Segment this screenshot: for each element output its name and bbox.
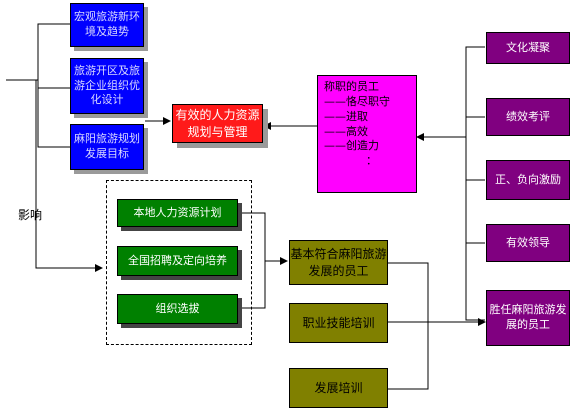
green-box-local-plan: 本地人力资源计划 xyxy=(117,199,238,227)
purple-box-incentive: 正、负向激励 xyxy=(486,160,570,200)
pink-box-ellipsis: ： xyxy=(366,154,377,168)
pink-box-item: ——创造力 xyxy=(324,139,379,153)
pink-box-item: ——恪尽职守 xyxy=(324,94,390,108)
purple-box-leadership: 有效领导 xyxy=(486,224,570,262)
blue-box-planning-goal: 麻阳旅游规划发展目标 xyxy=(70,124,144,170)
purple-box-qualified-staff: 胜任麻阳旅游发展的员工 xyxy=(486,290,570,346)
pink-box-competent-staff: 称职的员工 ——恪尽职守 ——进取 ——高效 ——创造力 ： xyxy=(317,75,417,193)
red-box-hr-planning: 有效的人力资源规划与管理 xyxy=(172,104,263,143)
olive-box-basic-staff: 基本符合麻阳旅游发展的员工 xyxy=(289,240,388,285)
pink-box-item: ——进取 xyxy=(324,109,368,123)
green-box-national-recruitment: 全国招聘及定向培养 xyxy=(117,246,238,276)
purple-box-culture: 文化凝聚 xyxy=(486,32,570,64)
blue-box-macro-environment: 宏观旅游新环境及趋势 xyxy=(70,3,144,47)
green-group-dashed-frame xyxy=(106,180,252,345)
olive-box-development-training: 发展培训 xyxy=(289,368,388,408)
olive-box-skill-training: 职业技能培训 xyxy=(289,303,388,343)
purple-box-performance: 绩效考评 xyxy=(486,98,570,136)
green-box-selection: 组织选拔 xyxy=(117,294,238,324)
influence-label: 影响 xyxy=(18,208,43,222)
pink-box-title: 称职的员工 xyxy=(324,80,379,93)
pink-box-item: ——高效 xyxy=(324,124,368,138)
pink-box-content: 称职的员工 ——恪尽职守 ——进取 ——高效 ——创造力 ： xyxy=(324,80,390,169)
blue-box-org-design: 旅游开区及旅游企业组织优化设计 xyxy=(70,58,144,114)
